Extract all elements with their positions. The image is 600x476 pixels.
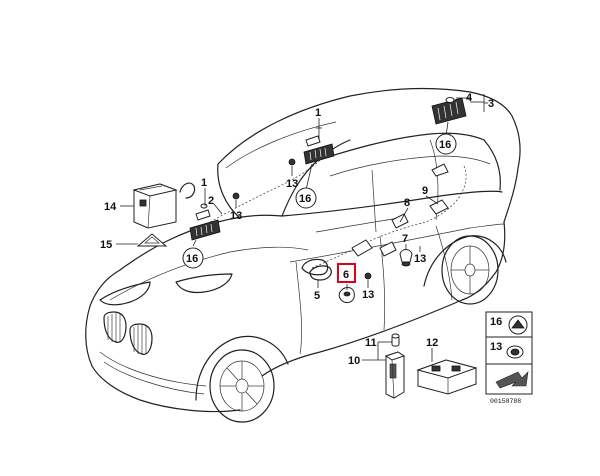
highlight-box-6 [337,263,356,283]
clip-13-b [288,158,296,166]
circle-16-b [295,187,317,209]
car-body [85,87,521,413]
mirror-connector [179,182,196,199]
interior-light-rear-1 [303,135,335,165]
callout-13-c: 13 [362,289,374,301]
legend-label-13: 13 [490,341,502,353]
leader-lines [116,94,488,362]
control-module-14 [132,183,178,229]
callout-11: 11 [365,337,377,349]
interior-light-front-1 [189,203,221,241]
diagram-id: 00158788 [490,398,521,405]
callout-16-a: 16 [186,253,198,265]
callout-5: 5 [314,290,320,302]
part-7-light [399,249,413,267]
callout-9: 9 [422,185,428,197]
clip-13-a [232,192,240,200]
callout-13-b: 13 [286,178,298,190]
callout-15: 15 [100,239,112,251]
legend-box [485,311,533,395]
callout-1-front: 1 [201,177,207,189]
socket-10 [384,351,406,399]
part-6-bulb [338,287,355,303]
circle-16-c [435,133,457,155]
callout-16-b: 16 [299,193,311,205]
callout-4: 4 [466,92,473,104]
warning-triangle-15 [136,233,168,247]
callout-3: 3 [488,98,494,110]
rear-light-3 [431,97,467,125]
callout-10: 10 [348,355,360,367]
clip-13-c [364,272,372,280]
housing-12 [416,359,478,395]
callout-2: 2 [208,195,214,207]
callout-12: 12 [426,337,438,349]
door-light-rear [429,163,449,215]
callout-14: 14 [104,201,117,213]
rear-wheel [441,235,499,305]
callout-7: 7 [402,233,408,245]
callout-1-upper: 1 [315,107,321,119]
callout-8: 8 [404,197,410,209]
legend-label-16: 16 [490,316,502,328]
callout-13-d: 13 [414,253,426,265]
front-wheel [209,349,275,423]
part-5-connector [309,265,332,281]
circle-16-a [182,247,204,269]
callout-labels: 1 1 2 3 4 5 6 7 8 9 10 11 12 13 13 13 13… [100,92,521,405]
door-light-front [351,239,373,257]
door-handle-connector [379,213,409,257]
callout-13-a: 13 [230,210,242,222]
callout-16-c: 16 [439,139,451,151]
bulb-11 [391,333,400,347]
callout-6: 6 [343,269,349,281]
